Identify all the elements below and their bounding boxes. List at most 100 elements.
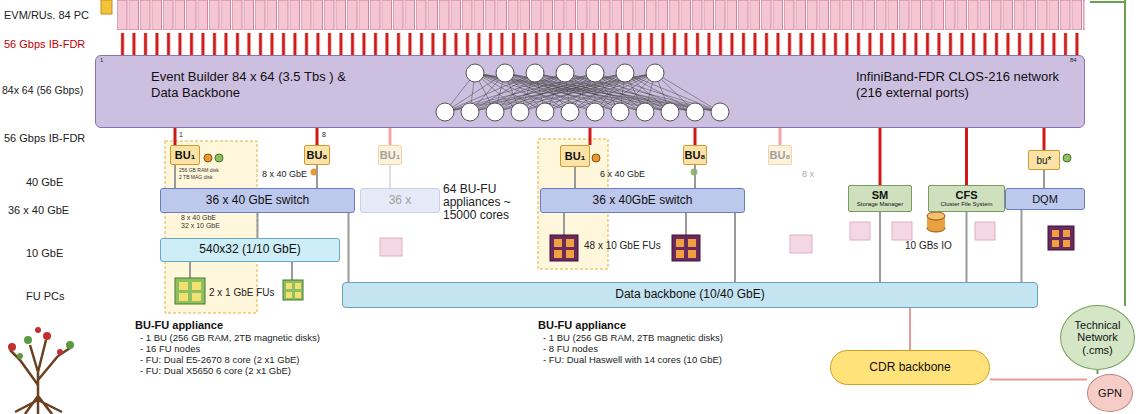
note-text: BU-FU appliance [135,319,223,331]
node-title: CDR backbone [869,361,950,374]
connector-line [1097,370,1099,374]
node-title: BU₈ [684,149,705,161]
node-title: BU₁ [175,149,195,161]
row-label: 40 GbE [26,176,63,188]
note-text: - 16 FU nodes [140,344,200,354]
annotation-label: 10 GBs IO [905,240,952,251]
note-text: - 8 FU nodes [543,344,598,354]
switch-box: 540x32 (1/10 GbE) [160,238,340,262]
connector-line [389,128,392,145]
node-title: bu* [1036,155,1051,166]
annotation-label: 64 BU-FU appliances ~ 15000 cores [443,183,538,223]
connector-line [966,212,968,282]
connector-line [316,165,318,188]
annotation-label: 1 [179,131,183,139]
connector-line [879,212,881,282]
switch-box: 36 x [360,188,440,213]
row-label: 56 Gbps IB-FDR [4,38,85,50]
note-text: BU-FU appliance [538,319,626,331]
connector-line [174,165,176,188]
node-title: DQM [1032,193,1058,205]
connector-line [779,128,782,145]
annotation-label: 8 x 40 GbE [262,170,307,180]
row-label: 10 GbE [26,247,63,259]
node-title: SM [872,189,889,201]
node-title: BU₈ [769,149,790,161]
annotation-label: 32 x 10 GbE [181,222,220,230]
connector-line [990,379,1087,381]
evm-box [101,0,112,14]
node-title: BU₁ [565,150,585,162]
note-text: - 1 BU (256 GB RAM, 2TB magnetic disks) [140,333,320,343]
bu-box: BU₁ [560,145,590,167]
node-title: 540x32 (1/10 GbE) [199,243,300,256]
node-title: BU₈ [306,149,327,161]
disk-icon [215,154,223,162]
fu-pc-icon [175,278,303,304]
annotation-label: 8 [322,131,326,139]
node-subtitle: InfiniBand-FDR CLOS-216 network (216 ext… [856,69,1081,102]
disk-icon [1063,154,1071,162]
node-title: 36 x 40 GbE switch [206,194,309,207]
disk-stack-icon [927,212,945,232]
annotation-label: 8 x 40 GbE [181,214,216,222]
connector-line [316,128,319,145]
tree-illustration [8,327,74,414]
annotation-label: 2 TB MAG disk [179,175,213,181]
connector-line [909,308,911,350]
dqm-box: DQM [1005,188,1085,210]
bu-box: bu* [1028,150,1060,170]
bu-box: BU₈ [768,145,792,165]
bu-box: BU₈ [683,145,707,165]
network-circle: Technical Network (.cms) [1060,305,1135,370]
bu-box: BU₁ [378,145,402,165]
node-title: BU₁ [380,149,400,161]
ib-links [117,33,1085,55]
node-subtitle: Storage Manager [857,201,903,208]
connector-line [694,128,697,145]
note-text: - FU: Dual X5650 6 core (2 x1 GbE) [140,366,291,376]
node-title: Technical Network (.cms) [1063,319,1132,355]
row-label: 36 x 40 GbE [8,204,69,216]
node-title: GPN [1098,387,1122,399]
event-builder-box: Event Builder 84 x 64 (3.5 Tbs ) & Data … [95,55,1085,128]
fu-links [190,213,686,280]
bu-box: BU₁ [170,145,200,165]
network-circle: GPN [1087,374,1133,412]
connector-line [694,165,696,188]
switch-box: 36 x 40 GbE switch [160,188,355,213]
row-label: 56 Gbps IB-FDR [4,132,85,144]
annotation-label: 84 [1070,57,1077,64]
row-label: EVM/RUs. 84 PC [4,9,89,21]
node-subtitle: Cluster File System [940,201,992,208]
connector-line [257,213,259,238]
ru-row [117,0,1085,30]
annotation-label: 6 x 40 GbE [600,170,645,180]
note-text: - 1 BU (256 GB RAM, 2TB magnetic disks) [543,333,723,343]
annotation-label: 256 GB RAM disk [179,168,219,174]
note-text: - FU: Dual Haswell with 14 cores (10 GbE… [543,355,722,365]
node-title: CFS [956,189,978,201]
cdr-backbone: CDR backbone [830,350,990,385]
connector-line [1021,210,1023,282]
annotation-label: 8 x [802,170,814,180]
row-label: 84x 64 (56 Gbps) [2,85,83,97]
connector-line [879,128,882,185]
connector-line [965,128,968,185]
connector-line [574,167,576,188]
connector-line [174,128,177,145]
connector-line [1043,128,1046,150]
annotation-label: 1 [100,57,103,64]
switch-box: 36 x 40GbE switch [540,188,745,213]
connector-line [589,128,592,145]
node-title: Data backbone (10/40 GbE) [615,288,764,301]
node-title: Event Builder 84 x 64 (3.5 Tbs ) & Data … [151,69,366,102]
faded-fu-icon [380,222,995,256]
node-title: 36 x [389,194,412,207]
annotation-label: 48 x 10 GbE FUs [584,240,661,251]
technical-network-line [1124,0,1126,306]
technical-network-line [1090,1,1125,3]
annotation-label: 2 x 1 GbE FUs [209,287,275,298]
note-text: - FU: Dual E5-2670 8 core (2 x1 GbE) [140,355,299,365]
node-title: 36 x 40GbE switch [592,194,692,207]
